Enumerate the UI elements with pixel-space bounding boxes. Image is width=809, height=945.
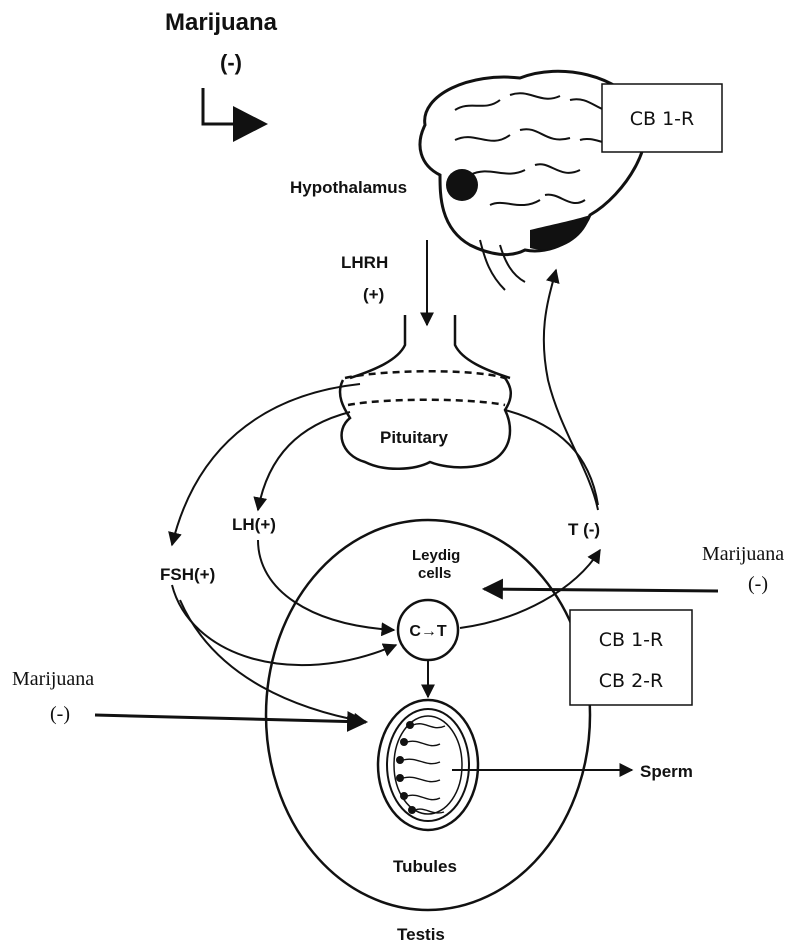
pituitary-t-link [504, 409, 599, 506]
marijuana-left-arrow [94, 711, 369, 733]
marijuana-top-label: Marijuana [165, 9, 278, 36]
fsh-label: FSH(+) [160, 565, 215, 584]
tubule-icon [376, 698, 480, 832]
tubules-label: Tubules [393, 857, 457, 876]
testis-receptor-box [569, 609, 693, 706]
marijuana-right-arrow [481, 578, 719, 600]
pituitary-gland [338, 315, 512, 470]
marijuana-left-sign: (-) [50, 703, 70, 725]
hypothalamus-label: Hypothalamus [290, 178, 407, 197]
t-label: T (-) [568, 520, 600, 539]
marijuana-right-label: Marijuana [702, 543, 784, 565]
fsh-to-tubule-arrow [179, 599, 368, 727]
ct-label: C→T [409, 623, 447, 640]
marijuana-top-sign: (-) [220, 50, 242, 75]
testis-outline [264, 518, 592, 912]
brain-receptor-label: CB 1-R [630, 108, 695, 130]
testosterone-feedback-arrow [542, 268, 599, 511]
testis-receptor-label-2: CB 2-R [599, 670, 664, 692]
lh-release-arrow [253, 411, 351, 512]
sperm-label: Sperm [640, 762, 693, 781]
testis-receptor-label-1: CB 1-R [599, 629, 664, 651]
brain-icon [418, 69, 648, 291]
lh-to-ct-arrow [257, 539, 396, 637]
ct-to-t-arrow [459, 548, 601, 629]
leydig-label-line1: Leydig [412, 547, 460, 564]
fsh-release-arrow [168, 383, 361, 547]
brain-receptor-box [601, 83, 723, 153]
fsh-to-ct-arrow [171, 584, 398, 666]
marijuana-top-arrowhead [233, 106, 268, 142]
marijuana-right-sign: (-) [748, 573, 768, 595]
lhrh-label: LHRH [341, 253, 388, 272]
testis-label: Testis [397, 925, 445, 944]
lh-label: LH(+) [232, 515, 276, 534]
hypothalamus-marker [446, 169, 478, 201]
pituitary-label: Pituitary [380, 428, 449, 447]
leydig-label-line2: cells [418, 565, 451, 582]
marijuana-left-label: Marijuana [12, 668, 94, 690]
lhrh-sign: (+) [363, 285, 384, 304]
marijuana-top-arrow-shaft [201, 88, 235, 126]
